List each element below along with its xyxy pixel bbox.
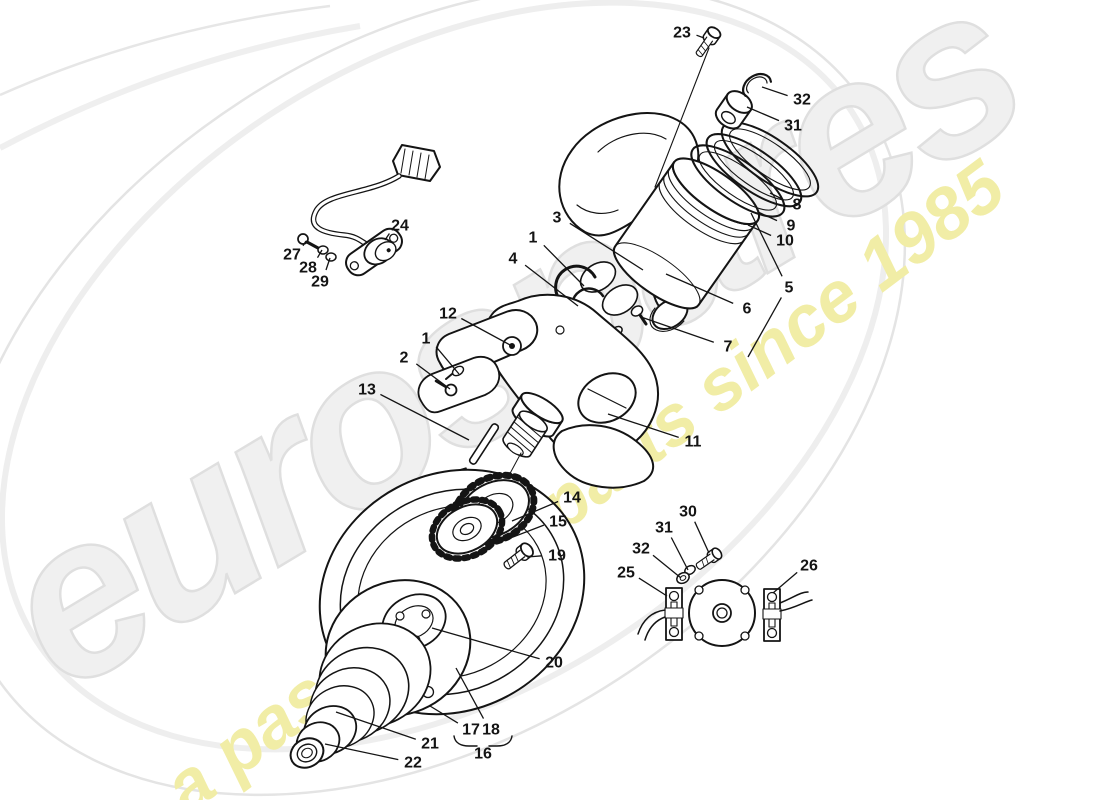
callout-label-7: 7 (724, 339, 733, 356)
callout-label-32: 32 (793, 92, 811, 109)
callout-leader-28 (316, 249, 323, 259)
washer-art (317, 245, 329, 255)
callout-label-24: 24 (391, 218, 409, 235)
callout-label-13: 13 (358, 382, 376, 399)
bearing-cap-art (417, 309, 539, 414)
washer-art (325, 252, 337, 262)
callout-leader-27 (302, 240, 307, 247)
left-cable-art (637, 609, 666, 635)
trigger-wheel-inset-art (637, 547, 813, 647)
callout-leader-6 (665, 273, 734, 304)
callout-leader-8 (769, 192, 784, 201)
callout-label-2: 2 (400, 350, 409, 367)
callout-label-5: 5 (785, 280, 794, 297)
callout-label-6: 6 (743, 301, 752, 318)
callout-label-26: 26 (800, 558, 818, 575)
callout-label-20: 20 (545, 655, 563, 672)
crank-front-web-art (552, 424, 655, 489)
callout-label-15: 15 (549, 514, 567, 531)
sensor-assembly-art (297, 144, 441, 277)
callout-label-27: 27 (283, 247, 301, 264)
line-art-layer (289, 26, 820, 769)
callout-leader-30 (694, 521, 710, 554)
group-bracket-16 (453, 735, 513, 747)
crank-nose-art (502, 391, 564, 458)
callout-leader-21 (335, 711, 417, 740)
callout-leader-12 (460, 317, 513, 347)
callout-leader-18 (455, 667, 485, 719)
callout-leader-31 (670, 537, 689, 571)
right-cable-art (779, 591, 809, 604)
callout-leader-3 (569, 222, 644, 271)
swoosh-corner-line (0, 4, 331, 97)
callout-label-28: 28 (299, 260, 317, 277)
piston-art (612, 121, 820, 310)
pickup-bolt-art (695, 547, 723, 570)
callout-leader-11 (607, 413, 679, 439)
callout-leader-25 (638, 577, 668, 597)
callout-leader-2 (415, 363, 451, 390)
callout-label-21: 21 (421, 736, 439, 753)
callout-label-4: 4 (509, 251, 518, 268)
callout-leader-13 (380, 393, 470, 441)
washer-art (676, 571, 690, 585)
callout-leader-17 (429, 705, 459, 724)
callout-label-30: 30 (679, 504, 697, 521)
callout-label-14: 14 (563, 490, 581, 507)
callout-leader-5 (747, 297, 782, 358)
callout-label-8: 8 (793, 197, 802, 214)
callout-label-16: 16 (474, 746, 492, 763)
callout-label-19: 19 (548, 548, 566, 565)
callout-label-1: 1 (529, 230, 538, 247)
callout-leader-4 (524, 264, 579, 307)
callout-label-25: 25 (617, 565, 635, 582)
callout-label-3: 3 (553, 210, 562, 227)
callout-leader-23 (696, 34, 705, 39)
callout-leader-5 (750, 212, 783, 277)
callout-label-31: 31 (655, 520, 673, 537)
callout-leader-26 (772, 571, 798, 594)
callout-label-29: 29 (311, 274, 329, 291)
callout-label-10: 10 (776, 233, 794, 250)
swoosh-inner-ellipse (0, 0, 890, 753)
callout-label-22: 22 (404, 755, 422, 772)
callout-label-17: 17 (462, 722, 480, 739)
callout-leader-32 (761, 86, 788, 97)
callout-label-12: 12 (439, 306, 457, 323)
callout-label-23: 23 (673, 25, 691, 42)
callout-leader-15 (499, 524, 545, 543)
callout-label-31: 31 (784, 118, 802, 135)
bolt-alignment-line (654, 47, 710, 188)
swoosh-outer-ellipse (0, 0, 907, 797)
callout-leader-22 (324, 743, 399, 761)
callout-leader-7 (640, 316, 715, 343)
callout-leader-1 (435, 346, 460, 375)
timing-sprockets-art (428, 471, 538, 562)
callout-leader-1 (543, 244, 585, 287)
callout-label-11: 11 (685, 434, 702, 451)
flywheel-bolt-art (695, 26, 722, 58)
callout-leader-24 (384, 233, 390, 241)
piston-rings-art (690, 121, 820, 218)
sensor-body-art (345, 227, 403, 277)
callout-leader-9 (757, 211, 778, 222)
callout-leader-20 (431, 627, 540, 660)
callout-leader-29 (325, 257, 331, 271)
swoosh-corner-band (0, 23, 361, 151)
callout-label-18: 18 (482, 722, 500, 739)
callout-label-32: 32 (632, 541, 650, 558)
callout-label-1: 1 (422, 331, 431, 348)
callout-leader-19 (526, 555, 543, 558)
callout-leader-31 (746, 106, 780, 122)
callout-leader-14 (511, 500, 559, 522)
circlip-art (742, 73, 773, 97)
callout-leader-32 (652, 554, 682, 579)
callout-label-9: 9 (787, 218, 796, 235)
sprocket-bolt-art (503, 542, 534, 570)
